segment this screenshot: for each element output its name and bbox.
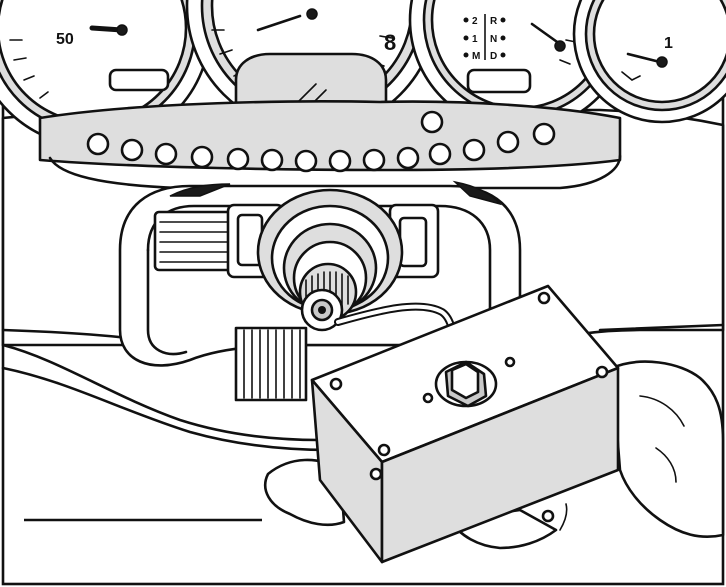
gear-2: 2 xyxy=(472,16,478,27)
gear-r: R xyxy=(490,16,498,27)
gear-gauge-display xyxy=(466,68,532,94)
warning-lights xyxy=(86,110,556,173)
tachometer-label: 8 xyxy=(384,30,396,55)
screw-hole xyxy=(504,356,516,368)
gear-m: M xyxy=(472,51,480,62)
right-gauge-label: 1 xyxy=(664,35,673,52)
steering-column-mechanism xyxy=(153,188,440,332)
right-auxiliary-gauge: 1 xyxy=(572,0,726,124)
column-shaft xyxy=(256,188,404,332)
tachometer-gauge: 8 xyxy=(185,0,439,133)
speedometer-display xyxy=(108,68,170,92)
warning-light-rail xyxy=(38,100,622,173)
screw-hole xyxy=(537,291,551,305)
screw-hole xyxy=(377,443,391,457)
screw-hole xyxy=(541,509,555,523)
tester-connector xyxy=(434,360,498,408)
steering-tester-box xyxy=(310,284,620,564)
right-hand xyxy=(610,360,725,539)
gear-1: 1 xyxy=(472,34,478,45)
gear-n: N xyxy=(490,34,497,45)
column-bellows xyxy=(234,326,308,402)
screw-hole xyxy=(369,467,383,481)
screw-hole xyxy=(595,365,609,379)
screw-hole xyxy=(329,377,343,391)
gear-d: D xyxy=(490,51,497,62)
screw-hole xyxy=(422,392,434,404)
speedometer-label: 50 xyxy=(56,31,74,48)
gear-indicator-letters: 2 1 M R N D xyxy=(463,14,506,62)
